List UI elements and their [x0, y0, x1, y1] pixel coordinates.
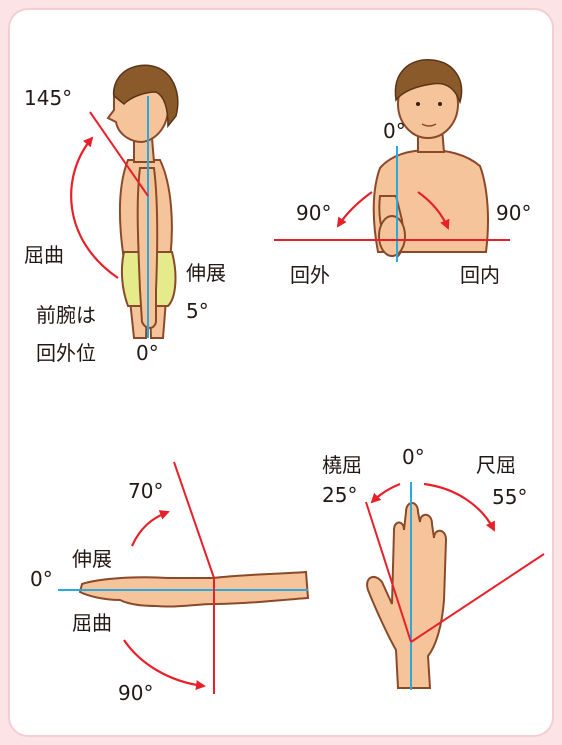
shoulder-extension-5-label: 5°: [186, 299, 209, 323]
front-eye-left: [416, 102, 420, 106]
radial-deviation-label: 橈屈: [322, 453, 362, 477]
wrist-flexion-label: 屈曲: [72, 611, 112, 635]
external-rotation-label: 回外: [290, 263, 330, 287]
ulnar-deviation-arrow: [423, 482, 495, 532]
panel-shoulder-flexion: 145° 屈曲 伸展 5° 前腕は 回外位 0°: [24, 64, 226, 365]
internal-rotation-arrow: [417, 191, 450, 230]
radial-deviation-line: [365, 501, 412, 643]
figure-card: [8, 8, 554, 737]
internal-90-label: 90°: [496, 201, 531, 225]
front-mouth: [421, 123, 437, 127]
hand-palm: [366, 502, 448, 689]
forearm-note-line2: 回外位: [36, 341, 96, 365]
wrist-extension-label: 伸展: [72, 547, 112, 571]
internal-rotation-label: 回内: [460, 263, 500, 287]
radial-25-label: 25°: [322, 483, 357, 507]
wrist-70-label: 70°: [128, 479, 163, 503]
shoulder-extension-label: 伸展: [186, 261, 226, 285]
panel-shoulder-rotation: 0° 90° 90° 回外 回内: [274, 59, 531, 287]
front-view-figure: [372, 59, 489, 258]
radial-deviation-arrow: [370, 482, 401, 504]
front-eye-right: [438, 102, 442, 106]
ulnar-55-label: 55°: [492, 485, 527, 509]
shoulder-145-label: 145°: [24, 86, 72, 110]
side-view-figure: [106, 64, 179, 339]
shoulder-flexion-label: 屈曲: [24, 243, 64, 267]
wrist-zero-label: 0°: [30, 567, 53, 591]
hair: [113, 64, 179, 129]
shoulder-zero-label: 0°: [136, 341, 159, 365]
forearm-note-line1: 前腕は: [36, 303, 96, 327]
flexion-145-line: [89, 111, 149, 197]
rotation-zero-label: 0°: [383, 119, 406, 143]
wrist-90-label: 90°: [118, 681, 153, 705]
front-hair: [394, 59, 463, 105]
ulnar-deviation-line: [410, 553, 545, 643]
flexion-arc-arrow: [70, 136, 119, 279]
external-rotation-arrow: [336, 191, 373, 228]
external-90-label: 90°: [296, 201, 331, 225]
wrist-extension-arrow: [130, 510, 170, 547]
wrist-flexion-arrow: [123, 639, 206, 691]
panel-wrist-flexion: 70° 伸展 0° 屈曲 90°: [30, 461, 310, 705]
ulnar-deviation-label: 尺屈: [476, 453, 516, 477]
deviation-zero-label: 0°: [402, 445, 425, 469]
panel-wrist-deviation: 0° 橈屈 25° 尺屈 55°: [322, 445, 545, 690]
wrist-extension-line: [173, 461, 215, 579]
front-fist: [378, 215, 406, 257]
